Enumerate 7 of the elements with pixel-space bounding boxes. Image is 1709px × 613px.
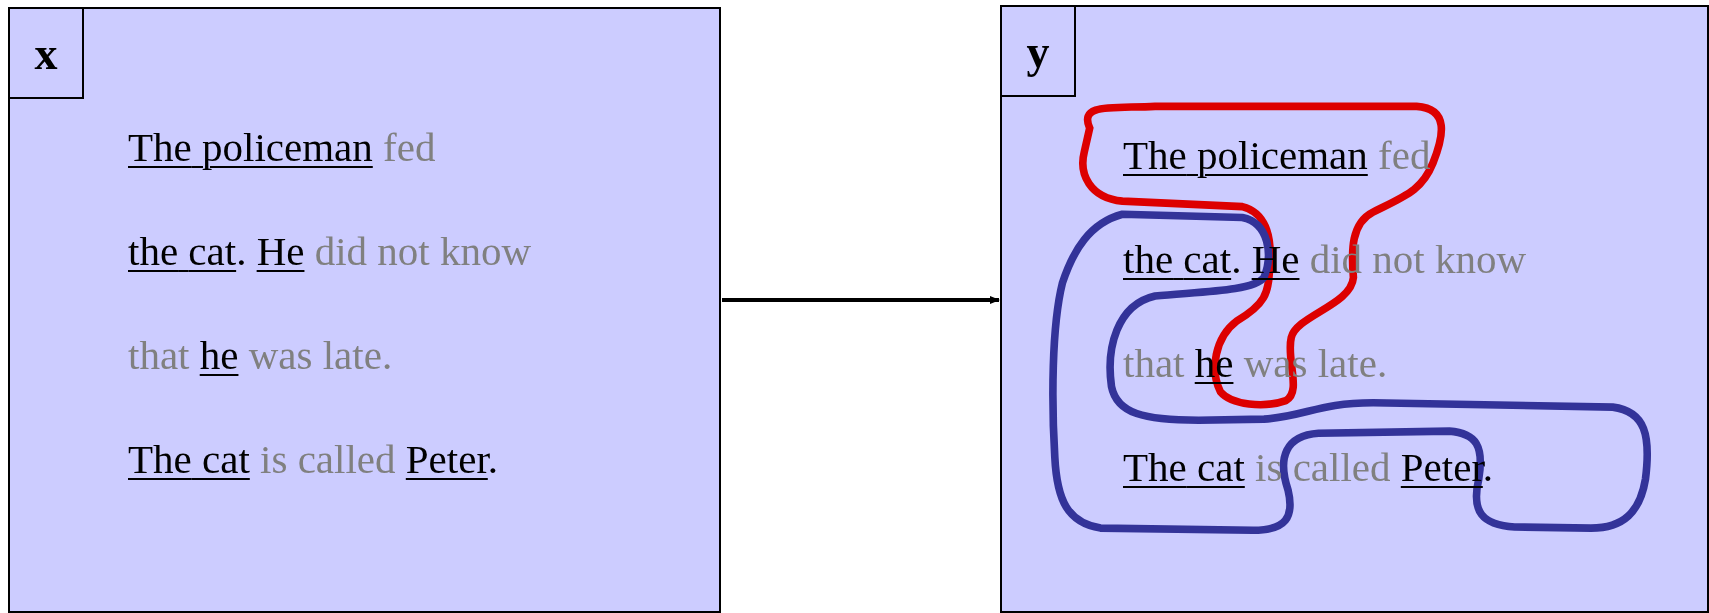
text-panel	[8, 7, 721, 613]
coreference-loop	[1049, 210, 1652, 535]
paragraph-text: The policeman fed the cat. He did not know that he was late. The cat is called Peter.	[128, 123, 532, 484]
panel-label: y	[1000, 5, 1076, 97]
panel-label: x	[8, 7, 84, 99]
arrow	[722, 296, 1000, 304]
text-panel	[1000, 5, 1709, 613]
